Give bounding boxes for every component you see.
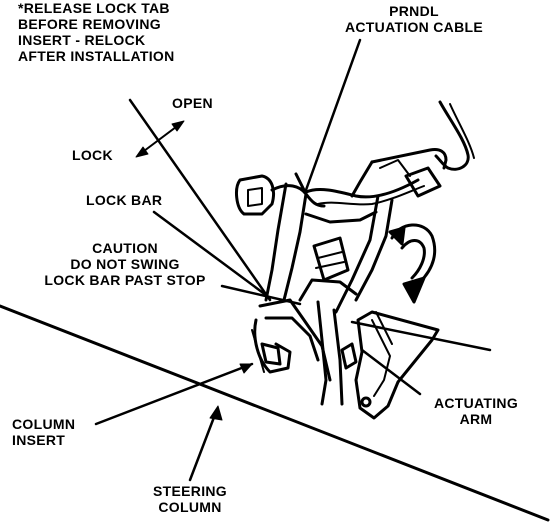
cable-top-loop-2 (449, 103, 475, 159)
leader-column-insert-head (239, 363, 253, 374)
leader-steering-column (188, 410, 218, 482)
leader-lock-bar (152, 210, 272, 300)
caution-label: CAUTION DO NOT SWING LOCK BAR PAST STOP (20, 240, 230, 288)
steering-column-line (0, 304, 550, 522)
caution-line-2: DO NOT SWING (70, 256, 180, 272)
cable-run-2 (317, 185, 425, 206)
lower-housing-2 (332, 308, 344, 406)
double-headed-arrow-icon (135, 120, 185, 158)
bracket-top-arm-2 (350, 160, 374, 198)
steering-column-line-1: STEERING (153, 483, 227, 499)
actuating-arm-inner (371, 319, 391, 397)
lock-bar-2 (264, 316, 320, 362)
actuating-arm-line-1: ACTUATING (433, 395, 519, 411)
leader-release-tab (128, 98, 272, 302)
release-note-label: *RELEASE LOCK TAB BEFORE REMOVING INSERT… (18, 0, 175, 64)
release-note-line-1: *RELEASE LOCK TAB (18, 0, 170, 16)
inner-block-4 (298, 278, 358, 302)
release-note-line-2: BEFORE REMOVING (18, 16, 161, 32)
arm-pivot (360, 396, 372, 408)
leader-actuating-arm-2 (350, 320, 492, 352)
lock-bar-label: LOCK BAR (86, 192, 163, 208)
bracket-top-arm (370, 148, 448, 170)
actuating-arm (354, 310, 440, 420)
lower-housing-tab (340, 342, 358, 370)
prndl-cable-line-2: ACTUATION CABLE (344, 19, 483, 35)
column-insert-edge (251, 329, 265, 373)
caution-line-1: CAUTION (92, 240, 158, 256)
release-note-line-4: AFTER INSTALLATION (18, 48, 175, 64)
leader-steering-column-head (209, 405, 223, 421)
housing-frame-left (282, 172, 308, 302)
actuating-arm-line-2: ARM (459, 411, 493, 427)
inner-block (312, 236, 350, 282)
open-label: OPEN (172, 95, 213, 111)
steering-column-line-2: COLUMN (158, 499, 222, 515)
inner-block-3 (315, 261, 345, 269)
inner-block-2 (317, 251, 343, 259)
cable-connector-inner (247, 187, 263, 207)
lower-housing (316, 300, 328, 406)
curved-arrow-head (402, 276, 426, 304)
cable-run (304, 178, 420, 199)
release-note-line-3: INSERT - RELOCK (18, 32, 146, 48)
prndl-cable-label: PRNDL ACTUATION CABLE (322, 3, 506, 35)
cable-right-connector-2 (379, 159, 411, 177)
curved-arrow-2 (400, 239, 426, 280)
cable-right-connector (404, 166, 442, 198)
column-insert-tab (260, 342, 282, 366)
lock-label: LOCK (72, 147, 113, 163)
caution-line-3: LOCK BAR PAST STOP (44, 272, 206, 288)
prndl-cable-line-1: PRNDL (389, 3, 439, 19)
housing-frame-left-2 (264, 182, 288, 302)
leader-prndl-cable (304, 38, 362, 192)
curved-arrow-tail (388, 226, 406, 246)
cable-top-loop (434, 100, 470, 171)
housing-cross-1 (304, 210, 378, 224)
column-insert-line-1: COLUMN (12, 416, 76, 432)
actuating-arm-label: ACTUATING ARM (416, 395, 536, 427)
housing-frame-right-2 (354, 198, 394, 302)
column-insert-line-2: INSERT (12, 432, 66, 448)
housing-frame-right (334, 194, 380, 314)
cable-connector (235, 174, 276, 216)
column-insert-label: COLUMN INSERT (12, 416, 75, 448)
leader-caution (220, 284, 302, 306)
leader-actuating-arm (360, 348, 422, 396)
leader-column-insert (94, 362, 254, 426)
steering-column-label: STEERING COLUMN (128, 483, 252, 515)
